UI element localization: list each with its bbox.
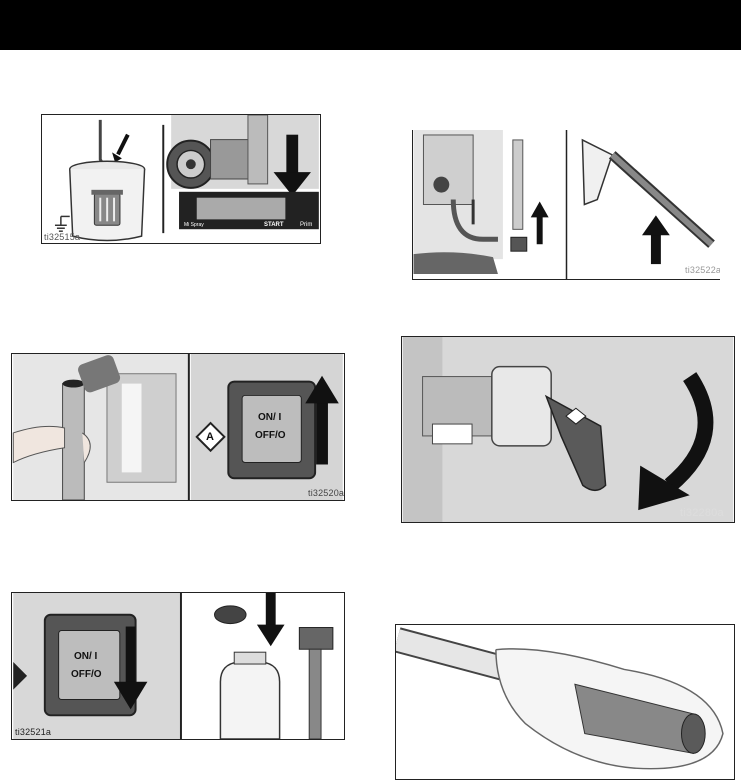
label-start: START bbox=[264, 222, 284, 228]
figure-switch-off-cap: ON/ I OFF/O ti32521a bbox=[11, 592, 345, 740]
page-header-bar bbox=[0, 0, 741, 50]
badge-a: A bbox=[206, 431, 214, 443]
figure-switch-off-cap-art bbox=[13, 593, 334, 739]
figure-prime-valve-rotate: ti32280a bbox=[401, 336, 735, 523]
trash-icon bbox=[91, 189, 123, 226]
label-prime: Prim bbox=[300, 222, 313, 228]
figure-id: ti32522a bbox=[685, 265, 720, 275]
figure-id: ti32515a bbox=[44, 232, 81, 242]
switch-on-label: ON/ I bbox=[74, 651, 98, 662]
figure-bucket-pressure-control: Mi Spray START Prim ti32515a bbox=[41, 114, 321, 244]
figure-prime-switch-on-art bbox=[12, 354, 343, 500]
figure-id: ti32521a bbox=[15, 727, 52, 737]
figure-pump-fittings-gun-art bbox=[413, 130, 715, 279]
label-mi-spray: Mi Spray bbox=[184, 222, 204, 228]
figure-gun-in-bag bbox=[395, 624, 735, 780]
figure-id: ti32280a bbox=[680, 507, 724, 519]
figure-id: ti32520a bbox=[308, 488, 345, 498]
figure-prime-valve-rotate-art bbox=[402, 337, 734, 522]
figure-gun-in-bag-art bbox=[396, 625, 733, 779]
switch-off-label: OFF/O bbox=[71, 669, 102, 680]
switch-off-label: OFF/O bbox=[255, 430, 286, 441]
switch-on-label: ON/ I bbox=[258, 412, 282, 423]
figure-bucket-pressure-control-art bbox=[54, 115, 319, 242]
figure-prime-switch-on: ON/ I OFF/O A ti32520a bbox=[11, 353, 345, 501]
figure-pump-fittings-gun: ti32522a bbox=[412, 130, 720, 280]
